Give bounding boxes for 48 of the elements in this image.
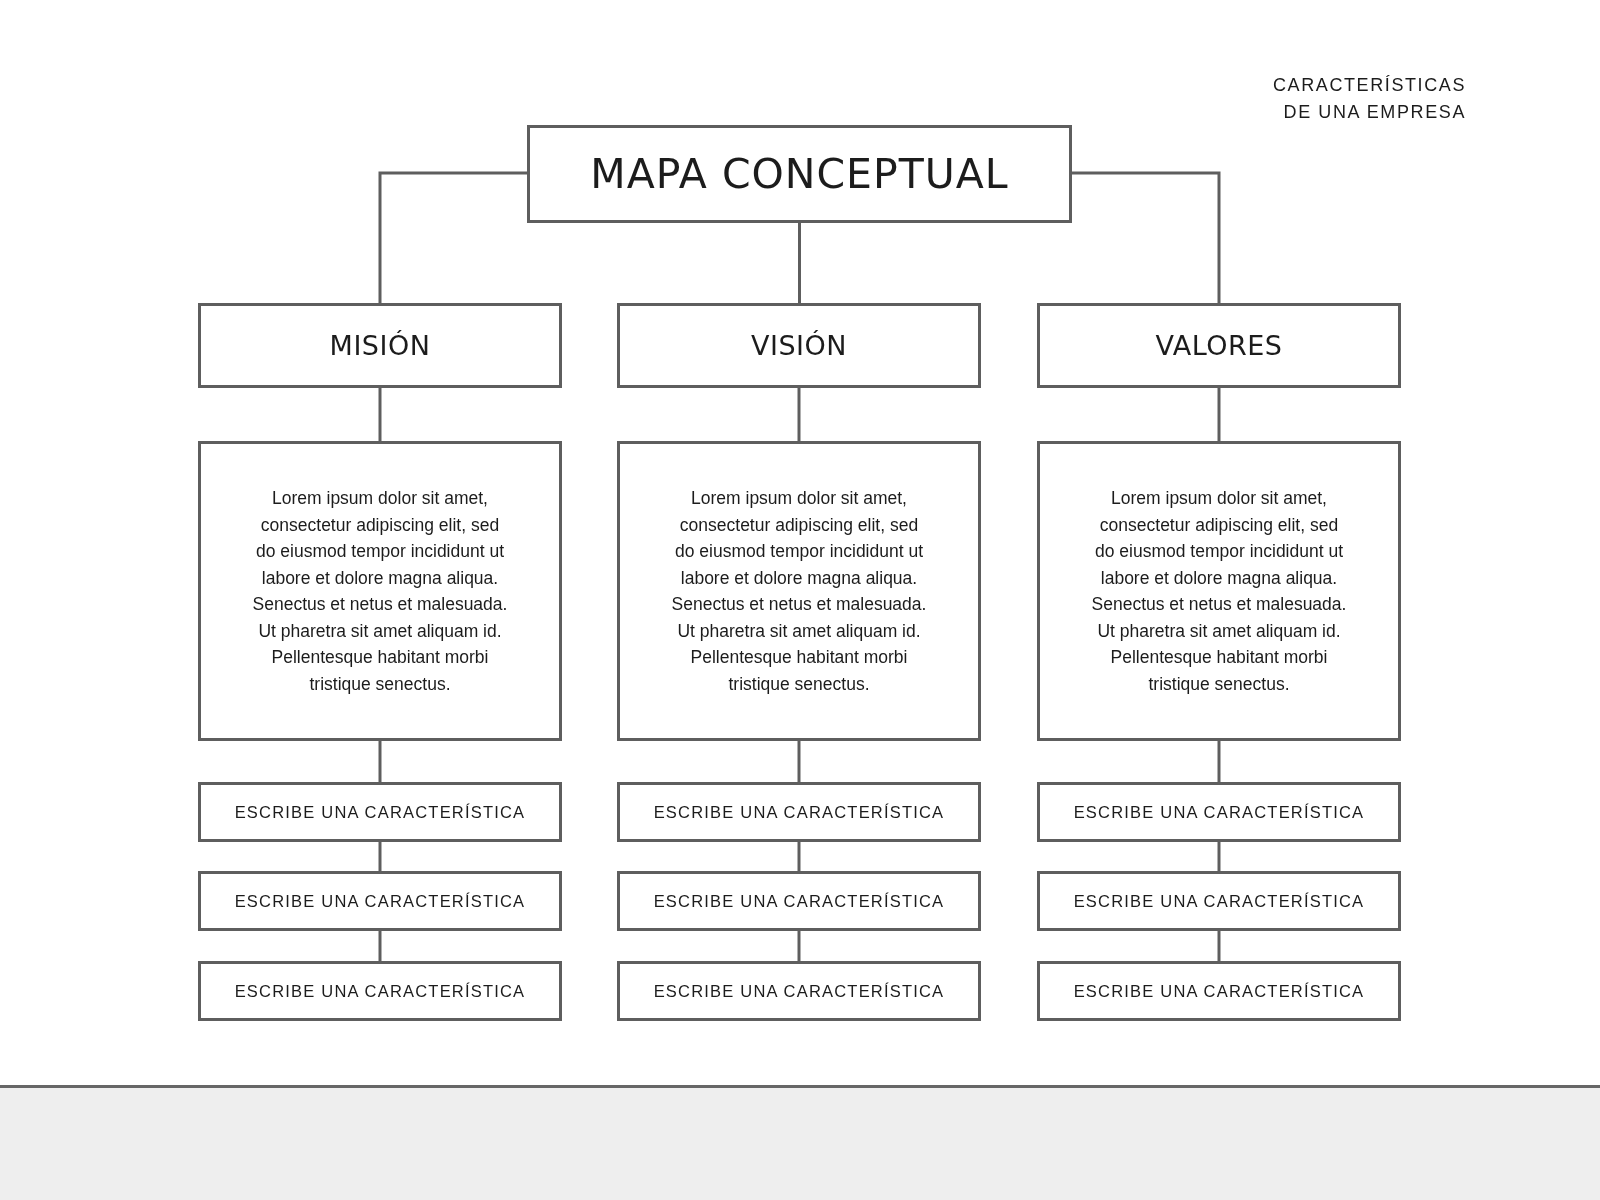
description-box [198, 441, 562, 741]
heading-text: VISIÓN [751, 330, 847, 361]
connector-line [378, 171, 527, 303]
characteristic-text: ESCRIBE UNA CARACTERÍSTICA [1073, 981, 1365, 1001]
description-box [1037, 441, 1401, 741]
connector-line [1072, 171, 1221, 303]
characteristic-box [198, 961, 562, 1021]
connector-line [378, 842, 382, 871]
characteristic-text: ESCRIBE UNA CARACTERÍSTICA [1073, 891, 1365, 911]
characteristic-text: ESCRIBE UNA CARACTERÍSTICA [653, 981, 945, 1001]
connector-line [1217, 931, 1221, 961]
connector-line [378, 741, 382, 782]
heading-text: VALORES [1155, 330, 1283, 361]
connector-line [797, 388, 801, 441]
connector-line [1217, 388, 1221, 441]
connector-line [1217, 842, 1221, 871]
heading-box [1037, 303, 1401, 388]
description-text: Lorem ipsum dolor sit amet, consectetur adipiscing elit, sed do eiusmod tempor incididunt ut labore et dolore magna aliqua. Senectus et netus et malesuada. Ut pharetra sit amet aliquam id. Pellentesque habitant morbi tristique senectus. [1091, 487, 1347, 696]
characteristic-text: ESCRIBE UNA CARACTERÍSTICA [1073, 802, 1365, 822]
characteristic-text: ESCRIBE UNA CARACTERÍSTICA [234, 981, 526, 1001]
characteristic-text: ESCRIBE UNA CARACTERÍSTICA [234, 891, 526, 911]
characteristic-box [1037, 961, 1401, 1021]
heading-box [617, 303, 981, 388]
characteristic-box [1037, 782, 1401, 842]
connector-line [378, 388, 382, 441]
description-box [617, 441, 981, 741]
connector-line [1217, 741, 1221, 782]
connector-line [798, 223, 801, 303]
characteristic-text: ESCRIBE UNA CARACTERÍSTICA [653, 802, 945, 822]
characteristic-text: ESCRIBE UNA CARACTERÍSTICA [234, 802, 526, 822]
connector-line [797, 741, 801, 782]
characteristic-box [1037, 871, 1401, 931]
characteristic-box [198, 871, 562, 931]
characteristic-box [198, 782, 562, 842]
characteristic-box [617, 961, 981, 1021]
connector-line [797, 931, 801, 961]
title-text: MAPA CONCEPTUAL [590, 150, 1009, 198]
header-note: CARACTERÍSTICAS DE UNA EMPRESA [1271, 74, 1466, 124]
heading-box [198, 303, 562, 388]
characteristic-box [617, 871, 981, 931]
description-text: Lorem ipsum dolor sit amet, consectetur adipiscing elit, sed do eiusmod tempor incididunt ut labore et dolore magna aliqua. Senectus et netus et malesuada. Ut pharetra sit amet aliquam id. Pellentesque habitant morbi tristique senectus. [671, 487, 927, 696]
title-box [527, 125, 1072, 223]
description-text: Lorem ipsum dolor sit amet, consectetur adipiscing elit, sed do eiusmod tempor incididunt ut labore et dolore magna aliqua. Senectus et netus et malesuada. Ut pharetra sit amet aliquam id. Pellentesque habitant morbi tristique senectus. [252, 487, 508, 696]
characteristic-box [617, 782, 981, 842]
connector-line [378, 931, 382, 961]
heading-text: MISIÓN [329, 330, 431, 361]
connector-line [797, 842, 801, 871]
characteristic-text: ESCRIBE UNA CARACTERÍSTICA [653, 891, 945, 911]
